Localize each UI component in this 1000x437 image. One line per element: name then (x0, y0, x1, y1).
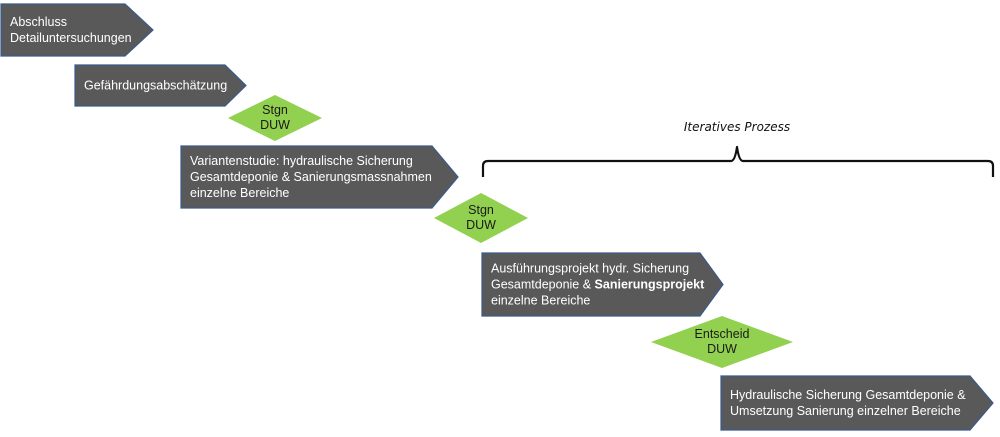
step-arrow-shape (720, 375, 994, 431)
decision-diamond-shape (228, 95, 322, 141)
decision-label-line: Entscheid (695, 327, 750, 341)
step-arrow-shape (74, 64, 247, 107)
step-label: Hydraulische Sicherung Gesamtdeponie & Um… (730, 388, 966, 418)
step-label-line: Umsetzung Sanierung einzelner Bereiche (730, 404, 961, 418)
decision-label-line: DUW (260, 118, 290, 132)
step-label: Gefährdungsabschätzung (84, 79, 227, 93)
decision-label-line: Stgn (262, 103, 288, 117)
step-label-line: Sanierungsprojekt (595, 278, 706, 292)
step-label-line: Gesamtdeponie & (491, 278, 595, 292)
decision-diamond-shape (651, 316, 793, 368)
decision-diamond-shape (434, 193, 528, 243)
step-label-line: Hydraulische Sicherung Gesamtdeponie & (730, 388, 966, 402)
step-label-line: Gesamtdeponie & Sanierungsmassnahmen (190, 170, 432, 184)
step-label-line: Abschluss (10, 15, 67, 29)
process-step: Gefährdungsabschätzung (74, 64, 247, 107)
iterative-process-bracket: Iteratives Prozess (481, 120, 995, 177)
step-label-line: einzelne Bereiche (491, 294, 590, 308)
curly-brace (481, 145, 995, 177)
step-label-line: Gefährdungsabschätzung (84, 79, 227, 93)
decision-label-line: Stgn (468, 203, 494, 217)
step-label-line: Variantenstudie: hydraulische Sicherung (190, 154, 413, 168)
brace-label: Iteratives Prozess (684, 120, 790, 134)
step-label-line: einzelne Bereiche (190, 186, 289, 200)
step-arrow-shape (180, 145, 459, 209)
decision-label-line: DUW (466, 218, 496, 232)
step-label-line: Detailuntersuchungen (10, 31, 132, 45)
step-label-line: Ausführungsprojekt hydr. Sicherung (491, 262, 689, 276)
process-step: Hydraulische Sicherung Gesamtdeponie & Um… (720, 375, 994, 431)
decision-label-line: DUW (707, 342, 737, 356)
step-arrow-shape (0, 3, 154, 57)
step-arrow-shape (481, 252, 724, 317)
